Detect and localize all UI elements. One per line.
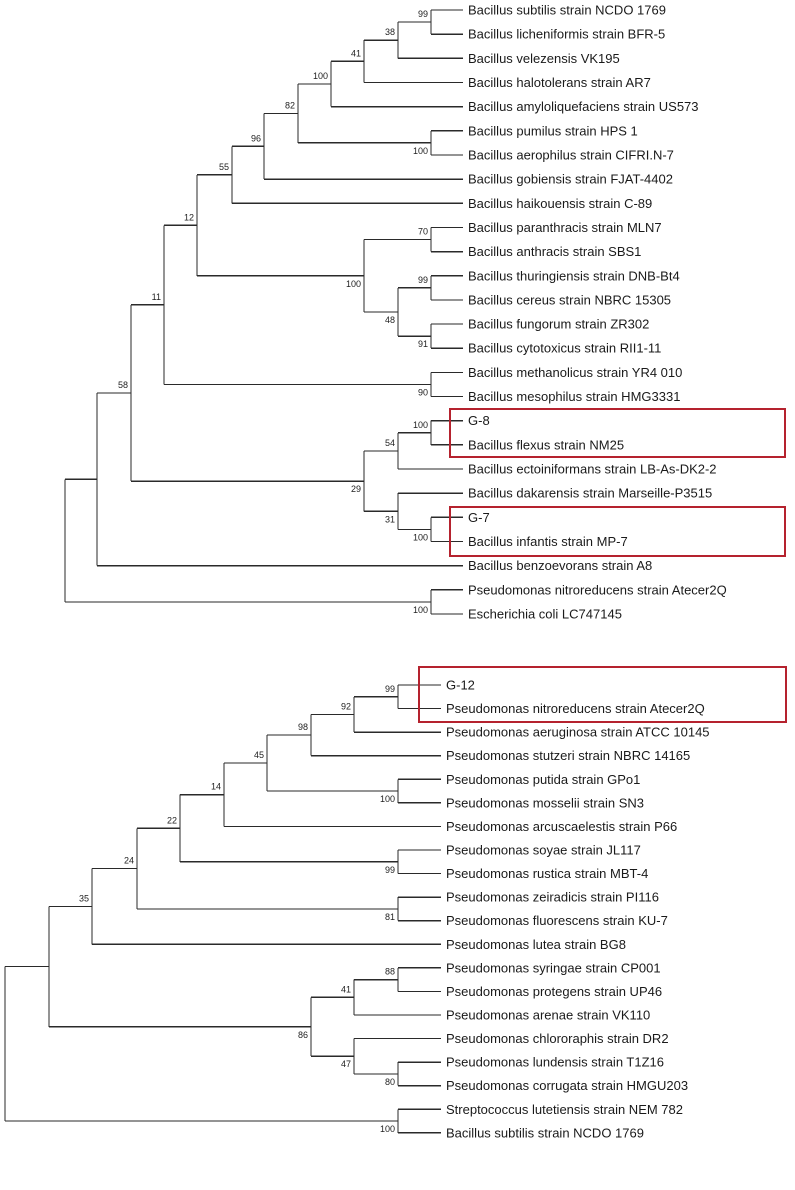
leaf-label: Pseudomonas aeruginosa strain ATCC 10145: [446, 725, 710, 740]
leaf-label: Bacillus anthracis strain SBS1: [468, 244, 641, 259]
bootstrap-value: 92: [341, 701, 351, 711]
leaf-label: Bacillus mesophilus strain HMG3331: [468, 389, 680, 404]
leaf-label: Bacillus amyloliquefaciens strain US573: [468, 99, 699, 114]
bootstrap-value: 80: [385, 1077, 395, 1087]
leaf-label: Bacillus infantis strain MP-7: [468, 534, 628, 549]
bootstrap-value: 81: [385, 912, 395, 922]
bootstrap-value: 98: [298, 722, 308, 732]
bootstrap-value: 100: [413, 605, 428, 615]
leaf-label: Bacillus subtilis strain NCDO 1769: [446, 1125, 644, 1140]
leaf-label: Bacillus subtilis strain NCDO 1769: [468, 3, 666, 18]
leaf-label: Bacillus benzoevorans strain A8: [468, 558, 652, 573]
leaf-label: Bacillus velezensis VK195: [468, 51, 620, 66]
bootstrap-value: 58: [118, 380, 128, 390]
leaf-label: Pseudomonas arcuscaelestis strain P66: [446, 819, 677, 834]
leaf-label: Bacillus dakarensis strain Marseille-P35…: [468, 486, 712, 501]
leaf-label: Pseudomonas lundensis strain T1Z16: [446, 1055, 664, 1070]
leaf-label: Bacillus flexus strain NM25: [468, 437, 624, 452]
bootstrap-value: 99: [418, 9, 428, 19]
leaf-label: Bacillus fungorum strain ZR302: [468, 317, 649, 332]
bootstrap-value: 35: [79, 893, 89, 903]
bootstrap-value: 99: [418, 275, 428, 285]
bootstrap-value: 100: [380, 1124, 395, 1134]
bootstrap-value: 38: [385, 27, 395, 37]
leaf-label: Pseudomonas zeiradicis strain PI116: [446, 890, 659, 905]
bootstrap-value: 100: [380, 794, 395, 804]
bootstrap-value: 100: [413, 146, 428, 156]
leaf-label: Pseudomonas stutzeri strain NBRC 14165: [446, 748, 690, 763]
bootstrap-value: 48: [385, 315, 395, 325]
leaf-label: Bacillus haikouensis strain C-89: [468, 196, 652, 211]
leaf-label: Bacillus cereus strain NBRC 15305: [468, 292, 671, 307]
leaf-label: Bacillus thuringiensis strain DNB-Bt4: [468, 268, 680, 283]
bootstrap-value: 96: [251, 133, 261, 143]
leaf-label: Bacillus cytotoxicus strain RII1-11: [468, 341, 661, 356]
bootstrap-value: 100: [346, 279, 361, 289]
bootstrap-value: 82: [285, 100, 295, 110]
leaf-label: Bacillus gobiensis strain FJAT-4402: [468, 172, 673, 187]
leaf-label: Pseudomonas arenae strain VK110: [446, 1007, 650, 1022]
leaf-label: G-12: [446, 678, 475, 693]
bootstrap-value: 99: [385, 684, 395, 694]
bootstrap-value: 31: [385, 514, 395, 524]
leaf-label: Pseudomonas chlororaphis strain DR2: [446, 1031, 669, 1046]
leaf-label: Pseudomonas mosselii strain SN3: [446, 795, 644, 810]
leaf-label: Pseudomonas nitroreducens strain Atecer2…: [446, 701, 705, 716]
bootstrap-value: 29: [351, 484, 361, 494]
bootstrap-value: 22: [167, 815, 177, 825]
highlight-box-g7: [449, 506, 786, 557]
leaf-label: Pseudomonas corrugata strain HMGU203: [446, 1078, 688, 1093]
highlight-box-g8: [449, 408, 786, 458]
leaf-label: G-7: [468, 510, 490, 525]
leaf-label: Pseudomonas rustica strain MBT-4: [446, 866, 648, 881]
bootstrap-value: 99: [385, 865, 395, 875]
bootstrap-value: 24: [124, 856, 134, 866]
bootstrap-value: 90: [418, 387, 428, 397]
leaf-label: Bacillus pumilus strain HPS 1: [468, 123, 638, 138]
leaf-label: Bacillus ectoiniformans strain LB-As-DK2…: [468, 462, 717, 477]
bootstrap-value: 41: [351, 48, 361, 58]
bootstrap-value: 41: [341, 984, 351, 994]
leaf-label: Escherichia coli LC747145: [468, 607, 622, 622]
leaf-label: Streptococcus lutetiensis strain NEM 782: [446, 1102, 683, 1117]
leaf-label: Bacillus methanolicus strain YR4 010: [468, 365, 682, 380]
bootstrap-value: 91: [418, 339, 428, 349]
bacillus-tree: Bacillus subtilis strain NCDO 1769Bacill…: [64, 3, 727, 622]
bootstrap-value: 86: [298, 1030, 308, 1040]
bootstrap-value: 100: [313, 71, 328, 81]
bootstrap-value: 70: [418, 227, 428, 237]
leaf-label: Pseudomonas nitroreducens strain Atecer2…: [468, 582, 727, 597]
leaf-label: Pseudomonas putida strain GPo1: [446, 772, 640, 787]
bootstrap-value: 45: [254, 750, 264, 760]
leaf-label: Pseudomonas fluorescens strain KU-7: [446, 913, 668, 928]
leaf-label: Bacillus halotolerans strain AR7: [468, 75, 651, 90]
leaf-label: G-8: [468, 413, 490, 428]
highlight-box-g12: [418, 666, 787, 723]
leaf-label: Pseudomonas soyae strain JL117: [446, 842, 641, 857]
bootstrap-value: 11: [152, 292, 161, 302]
bootstrap-value: 100: [413, 420, 428, 430]
leaf-label: Pseudomonas syringae strain CP001: [446, 960, 661, 975]
bootstrap-value: 54: [385, 438, 395, 448]
bootstrap-value: 55: [219, 162, 229, 172]
leaf-label: Pseudomonas lutea strain BG8: [446, 937, 626, 952]
bootstrap-value: 47: [341, 1059, 351, 1069]
bootstrap-value: 12: [184, 212, 194, 222]
bootstrap-value: 14: [211, 782, 221, 792]
leaf-label: Bacillus licheniformis strain BFR-5: [468, 27, 665, 42]
bootstrap-value: 100: [413, 532, 428, 542]
leaf-label: Pseudomonas protegens strain UP46: [446, 984, 662, 999]
leaf-label: Bacillus paranthracis strain MLN7: [468, 220, 662, 235]
leaf-label: Bacillus aerophilus strain CIFRI.N-7: [468, 147, 674, 162]
bootstrap-value: 88: [385, 967, 395, 977]
